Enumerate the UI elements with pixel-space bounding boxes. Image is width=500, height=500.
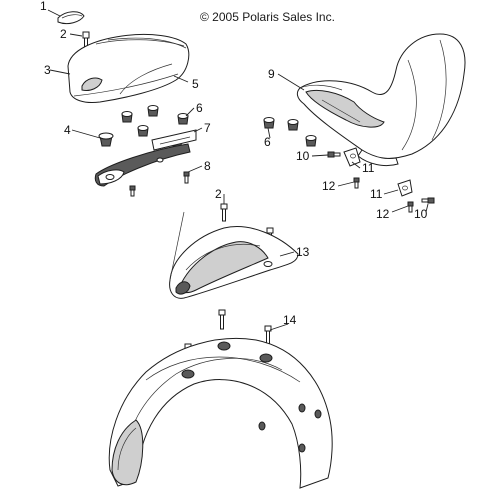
callout-1: 1 <box>40 0 47 13</box>
callout-10-upper: 10 <box>296 149 310 163</box>
callout-12-upper: 12 <box>322 179 336 193</box>
callout-6-right: 6 <box>264 135 271 149</box>
part-passenger-seat <box>67 33 190 103</box>
part-grommet-left <box>98 132 114 147</box>
leader-lines <box>47 9 429 331</box>
part-driver-seat <box>296 33 466 167</box>
callout-5: 5 <box>192 77 199 91</box>
copyright-notice: © 2005 Polaris Sales Inc. <box>200 10 335 24</box>
callout-6-upper: 6 <box>196 101 203 115</box>
callout-13: 13 <box>296 245 310 259</box>
part-hardware-right-lower <box>397 179 435 213</box>
part-hardware-right-upper <box>327 147 361 189</box>
part-bumpers-right <box>263 117 317 147</box>
part-rear-fender <box>108 337 333 489</box>
part-bracket <box>151 129 197 151</box>
callout-11-upper: 11 <box>362 161 375 175</box>
part-bolts-plate <box>129 171 190 197</box>
callout-9: 9 <box>268 67 275 81</box>
part-cap <box>57 11 85 25</box>
callout-numbers: 1 2 3 4 5 6 7 8 9 6 10 11 12 11 12 10 2 … <box>40 0 428 327</box>
part-mounting-plate <box>94 143 191 187</box>
callout-4: 4 <box>64 123 71 137</box>
callout-3: 3 <box>44 63 51 77</box>
callout-10-lower: 10 <box>414 207 428 221</box>
callout-2-upper: 2 <box>60 27 67 41</box>
part-rear-cowl <box>169 211 299 299</box>
callout-12-lower: 12 <box>376 207 390 221</box>
callout-8: 8 <box>204 159 211 173</box>
callout-7: 7 <box>204 121 211 135</box>
callout-2-mid: 2 <box>215 187 222 201</box>
callout-11-lower: 11 <box>370 187 383 201</box>
callout-14: 14 <box>283 313 297 327</box>
